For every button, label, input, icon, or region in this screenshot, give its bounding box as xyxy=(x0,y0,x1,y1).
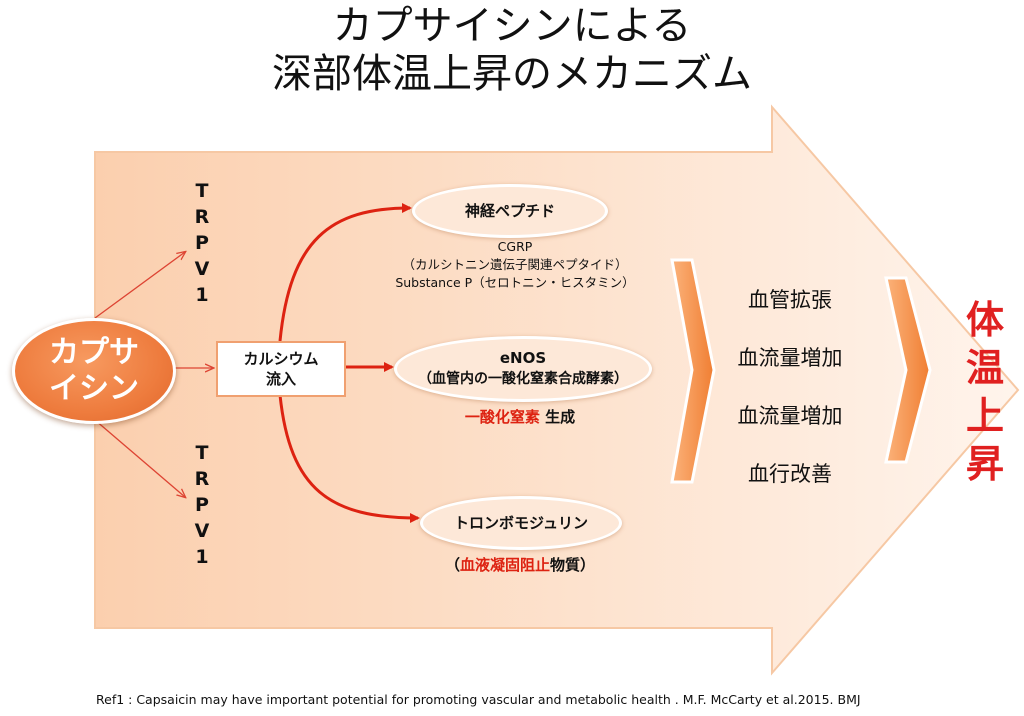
title-line-1: カプサイシンによる xyxy=(332,3,692,49)
enos-node: eNOS （血管内の一酸化窒素合成酵素） xyxy=(394,336,652,402)
enos-label-line-2: （血管内の一酸化窒素合成酵素） xyxy=(418,371,628,387)
thrombomodulin-label: トロンボモジュリン xyxy=(454,513,588,532)
trpv1-label-bottom: T R P V 1 xyxy=(194,442,210,568)
neuropeptide-desc-2: （カルシトニン遺伝子関連ペプタイド） xyxy=(402,257,628,272)
capsaicin-node: カプサ イシン xyxy=(12,318,176,424)
anticoagulant-desc: （血液凝固阻止物質） xyxy=(444,556,596,574)
effect-vasodilation: 血管拡張 xyxy=(748,288,832,312)
nitric-oxide-production: 一酸化窒素 生成 xyxy=(400,406,640,427)
arrow-calcium-to-neuropeptide xyxy=(278,203,412,342)
arrow-capsaicin-to-trpv-top xyxy=(94,252,185,319)
calcium-label-line-2: 流入 xyxy=(265,370,296,388)
chevron-arrow-left xyxy=(670,258,716,484)
effect-blood-flow-increase-1: 血流量増加 xyxy=(737,346,843,370)
chevron-arrow-right xyxy=(884,276,932,464)
anticoagulant-label: 血液凝固阻止 xyxy=(459,556,550,574)
enos-label-line-1: eNOS xyxy=(499,349,547,367)
effect-blood-flow-increase-2: 血流量増加 xyxy=(737,404,843,428)
title-line-2: 深部体温上昇のメカニズム xyxy=(272,51,752,97)
production-label: 生成 xyxy=(539,408,576,426)
trpv1-label-top: T R P V 1 xyxy=(194,180,210,306)
neuropeptide-desc-1: CGRP xyxy=(497,239,533,254)
arrow-calcium-to-thrombomodulin xyxy=(278,394,420,523)
neuropeptide-desc-3: Substance P（セロトニン・ヒスタミン） xyxy=(395,275,635,290)
result-body-temperature-rise: 体 温 上 昇 xyxy=(965,298,1004,486)
nitric-oxide-label: 一酸化窒素 xyxy=(464,408,540,426)
arrow-capsaicin-to-trpv-bottom xyxy=(94,419,185,497)
neuropeptide-node: 神経ペプチド xyxy=(412,184,608,238)
effect-circulation-improvement: 血行改善 xyxy=(748,462,832,486)
calcium-label-line-1: カルシウム xyxy=(243,350,319,368)
reference-citation: Ref1 : Capsaicin may have important pote… xyxy=(96,692,861,707)
capsaicin-label-line-2: イシン xyxy=(49,371,139,406)
calcium-influx-box: カルシウム 流入 xyxy=(216,341,346,397)
neuropeptide-label: 神経ペプチド xyxy=(464,201,555,220)
thrombomodulin-node: トロンボモジュリン xyxy=(420,496,622,550)
capsaicin-label-line-1: カプサ xyxy=(49,335,139,370)
